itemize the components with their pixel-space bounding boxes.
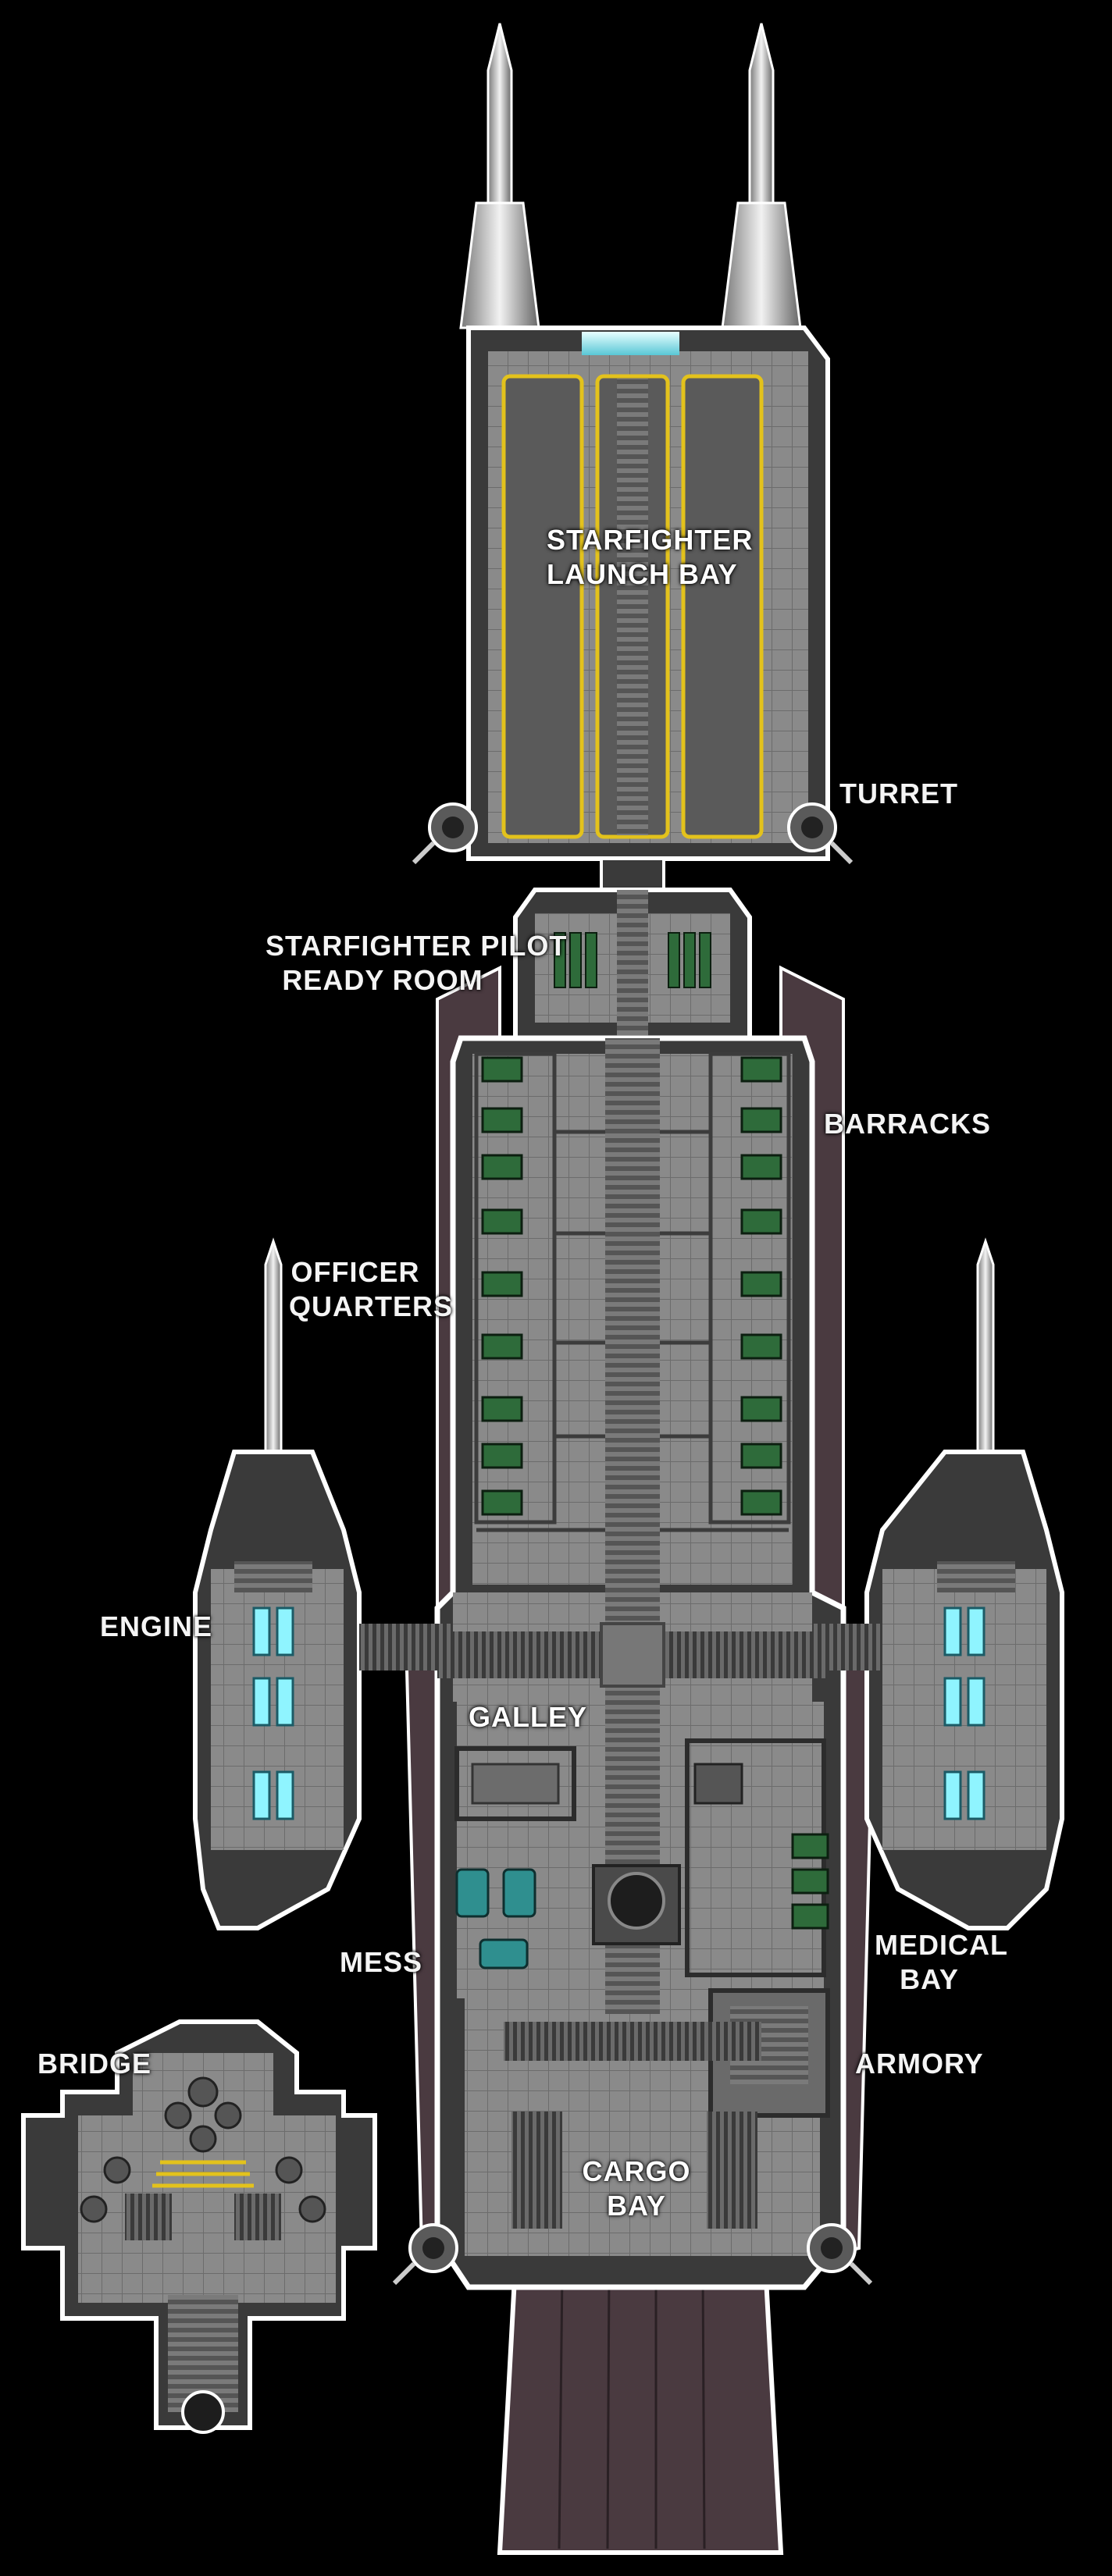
central-lift xyxy=(592,1864,681,1945)
turret-rear-right xyxy=(807,2223,873,2286)
label-engine: ENGINE xyxy=(100,1610,213,1642)
label-cargo-bay: CARGO BAY xyxy=(578,2154,695,2223)
label-starfighter-launch-bay: STARFIGHTER LAUNCH BAY xyxy=(547,523,754,592)
central-corridor xyxy=(605,1038,660,2014)
label-medical-line1: MEDICAL xyxy=(875,1929,1008,1961)
cargo-racks xyxy=(504,2022,761,2229)
engine-pod-left xyxy=(193,1237,453,1930)
ready-room-module xyxy=(513,857,752,1041)
turret-forward-right xyxy=(787,802,854,865)
engine-pod-right xyxy=(812,1237,1064,1930)
launch-bay-module xyxy=(466,326,830,861)
label-ready-room-line1: STARFIGHTER PILOT xyxy=(266,930,568,962)
label-officer-line1: OFFICER xyxy=(290,1256,420,1288)
bunk-beds xyxy=(481,1056,782,1516)
label-armory: ARMORY xyxy=(855,2048,984,2080)
medical-bay-room xyxy=(685,1738,829,1977)
mess-tables xyxy=(455,1868,536,1969)
turret-forward-left xyxy=(412,802,478,865)
bridge-module xyxy=(21,2019,377,2434)
label-officer-quarters: OFFICER QUARTERS xyxy=(289,1255,454,1324)
galley-room xyxy=(454,1746,576,1821)
label-launch-bay-line1: STARFIGHTER xyxy=(547,524,754,556)
label-launch-bay-line2: LAUNCH BAY xyxy=(547,558,738,590)
label-officer-line2: QUARTERS xyxy=(289,1290,454,1322)
galley-cross-corridor xyxy=(437,1622,828,1688)
label-cargo-line2: BAY xyxy=(607,2190,666,2222)
label-galley: GALLEY xyxy=(469,1701,588,1733)
label-cargo-line1: CARGO xyxy=(582,2155,691,2187)
label-bridge: BRIDGE xyxy=(37,2048,152,2080)
label-medical-line2: BAY xyxy=(900,1963,959,1995)
label-mess: MESS xyxy=(340,1946,423,1978)
forward-antennas xyxy=(459,23,802,329)
label-barracks: BARRACKS xyxy=(824,1108,991,1140)
barracks-rooms xyxy=(474,1051,791,1532)
label-turret: TURRET xyxy=(839,777,958,809)
turret-rear-left xyxy=(392,2223,458,2286)
label-ready-room-line2: READY ROOM xyxy=(282,964,483,996)
label-ready-room: STARFIGHTER PILOT READY ROOM xyxy=(266,929,568,998)
label-medical-bay: MEDICAL BAY xyxy=(875,1928,1008,1997)
